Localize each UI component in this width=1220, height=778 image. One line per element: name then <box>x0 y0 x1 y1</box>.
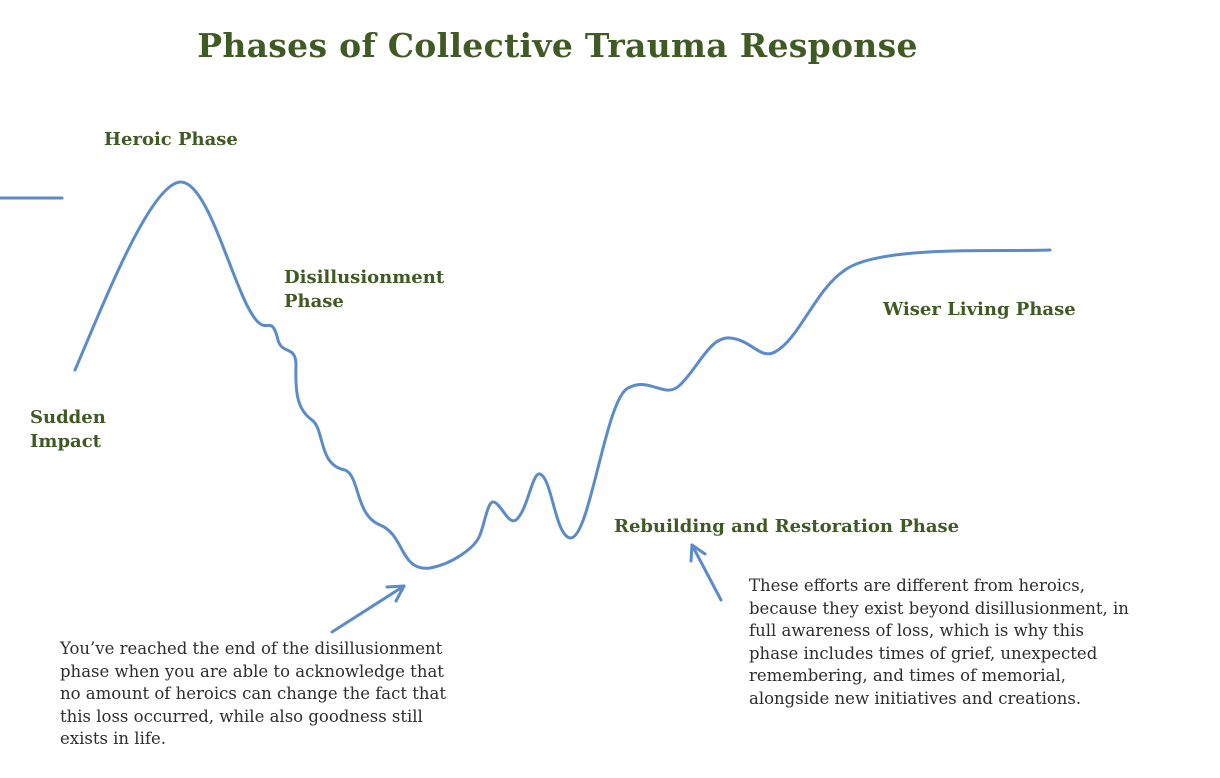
label-rebuilding-phase: Rebuilding and Restoration Phase <box>614 516 960 537</box>
label-heroic-phase: Heroic Phase <box>104 129 238 150</box>
arrow-to-trough <box>330 584 406 634</box>
note-rebuilding-efforts: These efforts are different from heroics… <box>749 576 1129 708</box>
label-disillusionment-phase: Disillusionment Phase <box>284 267 445 312</box>
trauma-response-curve <box>73 180 1052 570</box>
label-wiser-living-phase: Wiser Living Phase <box>883 299 1076 320</box>
label-sudden-impact: Sudden Impact <box>30 407 106 452</box>
note-disillusionment-end: You’ve reached the end of the disillusio… <box>60 639 446 748</box>
diagram-title: Phases of Collective Trauma Response <box>197 26 918 65</box>
arrow-to-rebuilding <box>689 543 723 602</box>
